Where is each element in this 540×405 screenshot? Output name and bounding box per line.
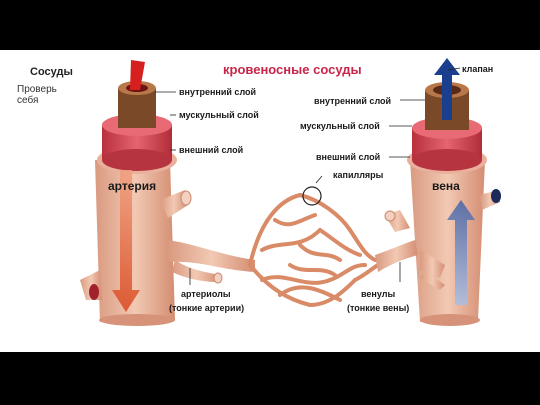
label-capillaries: капилляры <box>333 170 384 180</box>
label-outer-layer-left: внешний слой <box>179 145 243 155</box>
label-venules-note: (тонкие вены) <box>347 303 409 313</box>
slide-title: Сосуды <box>30 66 73 78</box>
arteriole-branch <box>172 260 220 282</box>
label-inner-layer-left: внутренний слой <box>179 87 256 97</box>
artery-to-arterioles <box>168 240 255 272</box>
label-arterioles: артериолы <box>181 289 231 299</box>
venule-to-vein <box>375 240 418 272</box>
vein <box>375 58 501 326</box>
label-vein: вена <box>432 179 460 193</box>
blood-vessels-diagram: кровеносные сосуды клапан внутренний сло… <box>80 58 501 326</box>
artery-flow-arrow <box>112 170 140 312</box>
slide-subtitle: Проверь себя <box>17 84 57 106</box>
capillaries-highlight-circle <box>302 186 322 206</box>
label-muscle-layer-left: мускульный слой <box>179 110 259 120</box>
artery-body <box>95 160 175 322</box>
label-valve: клапан <box>462 64 493 74</box>
capillary-network <box>248 193 380 307</box>
label-inner-layer-right: внутренний слой <box>314 96 391 106</box>
artery-bottom <box>99 314 175 326</box>
label-venules: венулы <box>361 289 395 299</box>
slide: кровеносные сосуды клапан внутренний сло… <box>0 50 540 352</box>
label-muscle-layer-right: мускульный слой <box>300 121 380 131</box>
leader-lines <box>155 67 461 285</box>
diagram-title: кровеносные сосуды <box>223 62 362 77</box>
label-outer-layer-right: внешний слой <box>316 152 380 162</box>
artery-arrow-in <box>130 60 145 90</box>
artery <box>80 60 255 326</box>
vein-arrow-out <box>434 58 460 120</box>
vein-flow-arrow <box>447 200 475 305</box>
label-artery: артерия <box>108 179 156 193</box>
label-arterioles-note: (тонкие артерии) <box>169 303 244 313</box>
